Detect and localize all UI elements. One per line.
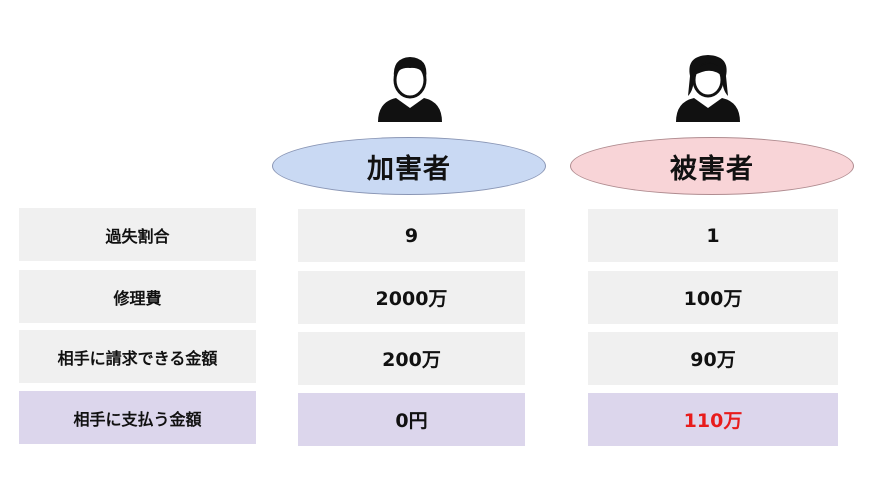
woman-silhouette-icon <box>676 55 740 122</box>
row-label: 相手に請求できる金額 <box>19 330 256 383</box>
victim-value: 1 <box>588 209 838 262</box>
victim-value-highlight: 110万 <box>588 393 838 446</box>
row-label: 相手に支払う金額 <box>19 391 256 444</box>
row-label: 修理費 <box>19 270 256 323</box>
offender-header: 加害者 <box>272 137 546 195</box>
offender-value: 9 <box>298 209 525 262</box>
offender-label: 加害者 <box>367 153 451 185</box>
row-label: 過失割合 <box>19 208 256 261</box>
offender-value: 200万 <box>298 332 525 385</box>
victim-value: 90万 <box>588 332 838 385</box>
victim-label: 被害者 <box>670 153 754 185</box>
man-silhouette-icon <box>378 57 442 122</box>
offender-value: 2000万 <box>298 271 525 324</box>
offender-value: 0円 <box>298 393 525 446</box>
victim-value: 100万 <box>588 271 838 324</box>
victim-header: 被害者 <box>570 137 854 195</box>
